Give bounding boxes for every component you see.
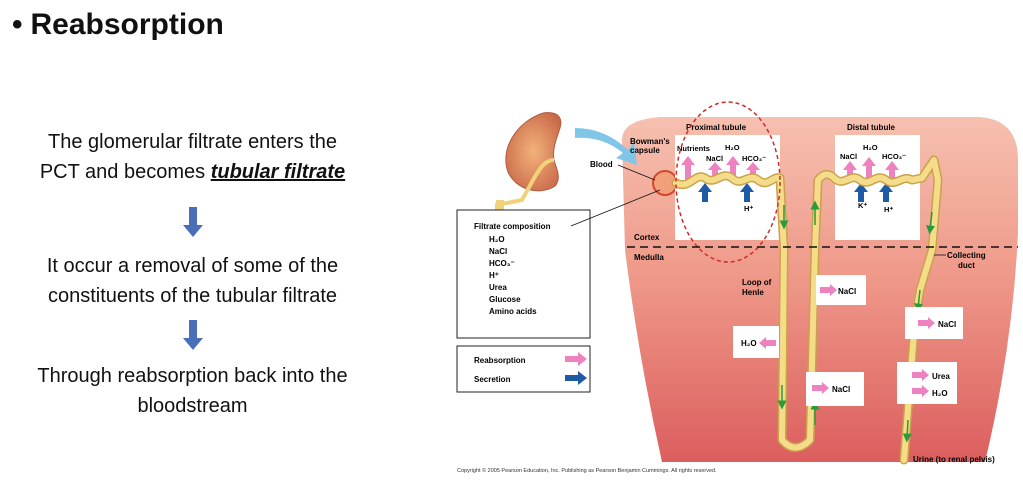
filtrate-title: Filtrate composition bbox=[474, 222, 551, 231]
text-step-3-line-2: bloodstream bbox=[137, 395, 248, 417]
cortex-label: Cortex bbox=[634, 233, 660, 242]
duct-h2o-text: H₂O bbox=[932, 389, 948, 398]
dct-reabsorption-arrows bbox=[843, 157, 899, 180]
dct-secretion-arrow-1 bbox=[854, 183, 868, 202]
distal-tubule-label: Distal tubule bbox=[847, 123, 896, 132]
duct-nacl-text: NaCl bbox=[938, 320, 956, 329]
text-step-3: Through reabsorption back into the blood… bbox=[0, 361, 385, 421]
collecting-duct-label-1: Collecting bbox=[947, 251, 986, 260]
slide-title: •Reabsorption bbox=[12, 8, 224, 42]
loop-nacl-box-2: NaCl bbox=[806, 372, 864, 406]
pct-panel bbox=[675, 135, 780, 240]
dct-k: K⁺ bbox=[858, 201, 867, 210]
pct-highlight-ellipse bbox=[675, 101, 781, 263]
legend-box: Reabsorption Secretion bbox=[456, 345, 591, 393]
bowmans-capsule-label-2: capsule bbox=[630, 146, 660, 155]
pct-reabsorption-arrows bbox=[681, 156, 760, 180]
dct-panel bbox=[835, 135, 920, 240]
legend-secretion: Secretion bbox=[474, 375, 511, 384]
collecting-duct-label-2: duct bbox=[958, 261, 975, 270]
proximal-tubule-label: Proximal tubule bbox=[686, 123, 747, 132]
filtrate-item: Glucose bbox=[489, 295, 521, 304]
nephron-tubule bbox=[671, 155, 943, 465]
down-arrow-icon bbox=[183, 207, 203, 237]
urine-label: Urine (to renal pelvis) bbox=[913, 455, 995, 464]
loop-nacl-2-text: NaCl bbox=[832, 385, 850, 394]
dct-h: H⁺ bbox=[884, 205, 893, 214]
pct-h2o: H₂O bbox=[725, 143, 740, 152]
bullet-icon: • bbox=[12, 8, 23, 41]
pct-h: H⁺ bbox=[744, 204, 753, 213]
blood-leader bbox=[617, 164, 656, 181]
filtrate-composition-box: Filtrate composition H₂O NaCl HCO₃⁻ H⁺ U… bbox=[456, 189, 661, 339]
legend-reabsorption: Reabsorption bbox=[474, 356, 526, 365]
text-step-2-line-2: constituents of the tubular filtrate bbox=[47, 285, 338, 307]
duct-urea-text: Urea bbox=[932, 372, 950, 381]
zoom-arrow-icon bbox=[575, 128, 637, 165]
flow-arrows bbox=[777, 200, 935, 443]
filtrate-item: NaCl bbox=[489, 247, 507, 256]
blood-label: Blood bbox=[590, 160, 613, 169]
duct-urea-h2o-box: Urea H₂O bbox=[897, 362, 957, 404]
dct-h2o: H₂O bbox=[863, 143, 878, 152]
secretion-arrow-icon bbox=[565, 371, 587, 385]
down-arrow-icon bbox=[183, 320, 203, 350]
text-step-3-line-1: Through reabsorption back into the bbox=[37, 365, 348, 387]
bowmans-capsule-label-1: Bowman's bbox=[630, 137, 670, 146]
loop-of-henle-label-2: Henle bbox=[742, 288, 764, 297]
text-step-2: It occur a removal of some of the consti… bbox=[0, 251, 385, 311]
filtrate-item: HCO₃⁻ bbox=[489, 259, 515, 268]
kidney-icon bbox=[495, 112, 562, 212]
dct-secretion-arrow-2 bbox=[879, 183, 893, 202]
text-step-1-line-1: The glomerular filtrate enters the bbox=[47, 131, 338, 153]
filtrate-item: Urea bbox=[489, 283, 507, 292]
text-step-1-line-2: PCT and becomes tubular filtrate bbox=[0, 157, 385, 187]
loop-of-henle-label-1: Loop of bbox=[742, 278, 772, 287]
text-step-1-prefix: PCT and becomes bbox=[39, 161, 211, 183]
loop-h2o-box: H₂O bbox=[733, 326, 779, 358]
text-step-1: The glomerular filtrate enters the PCT a… bbox=[0, 127, 385, 187]
dct-nacl: NaCl bbox=[840, 152, 857, 161]
loop-nacl-box-1: NaCl bbox=[816, 275, 866, 305]
pct-secretion-arrow-2 bbox=[740, 183, 754, 202]
medulla-label: Medulla bbox=[634, 253, 664, 262]
filtrate-item: Amino acids bbox=[489, 307, 537, 316]
copyright-text: Copyright © 2005 Pearson Education, Inc.… bbox=[457, 467, 717, 474]
duct-nacl-box: NaCl bbox=[905, 307, 963, 339]
loop-h2o-text: H₂O bbox=[741, 339, 757, 348]
pct-nutrients: Nutrients bbox=[677, 144, 710, 153]
title-text: Reabsorption bbox=[30, 8, 224, 41]
tubular-filtrate-term: tubular filtrate bbox=[210, 161, 346, 183]
text-step-2-line-1: It occur a removal of some of the bbox=[46, 255, 339, 277]
loop-nacl-1-text: NaCl bbox=[838, 287, 856, 296]
pct-nacl: NaCl bbox=[706, 154, 723, 163]
pct-secretion-arrow-1 bbox=[698, 183, 712, 202]
filtrate-item: H₂O bbox=[489, 235, 505, 244]
dct-hco3: HCO₃⁻ bbox=[882, 152, 906, 161]
pct-hco3: HCO₃⁻ bbox=[742, 154, 766, 163]
reabsorption-arrow-icon bbox=[565, 352, 587, 366]
filtrate-item: H⁺ bbox=[489, 271, 499, 280]
